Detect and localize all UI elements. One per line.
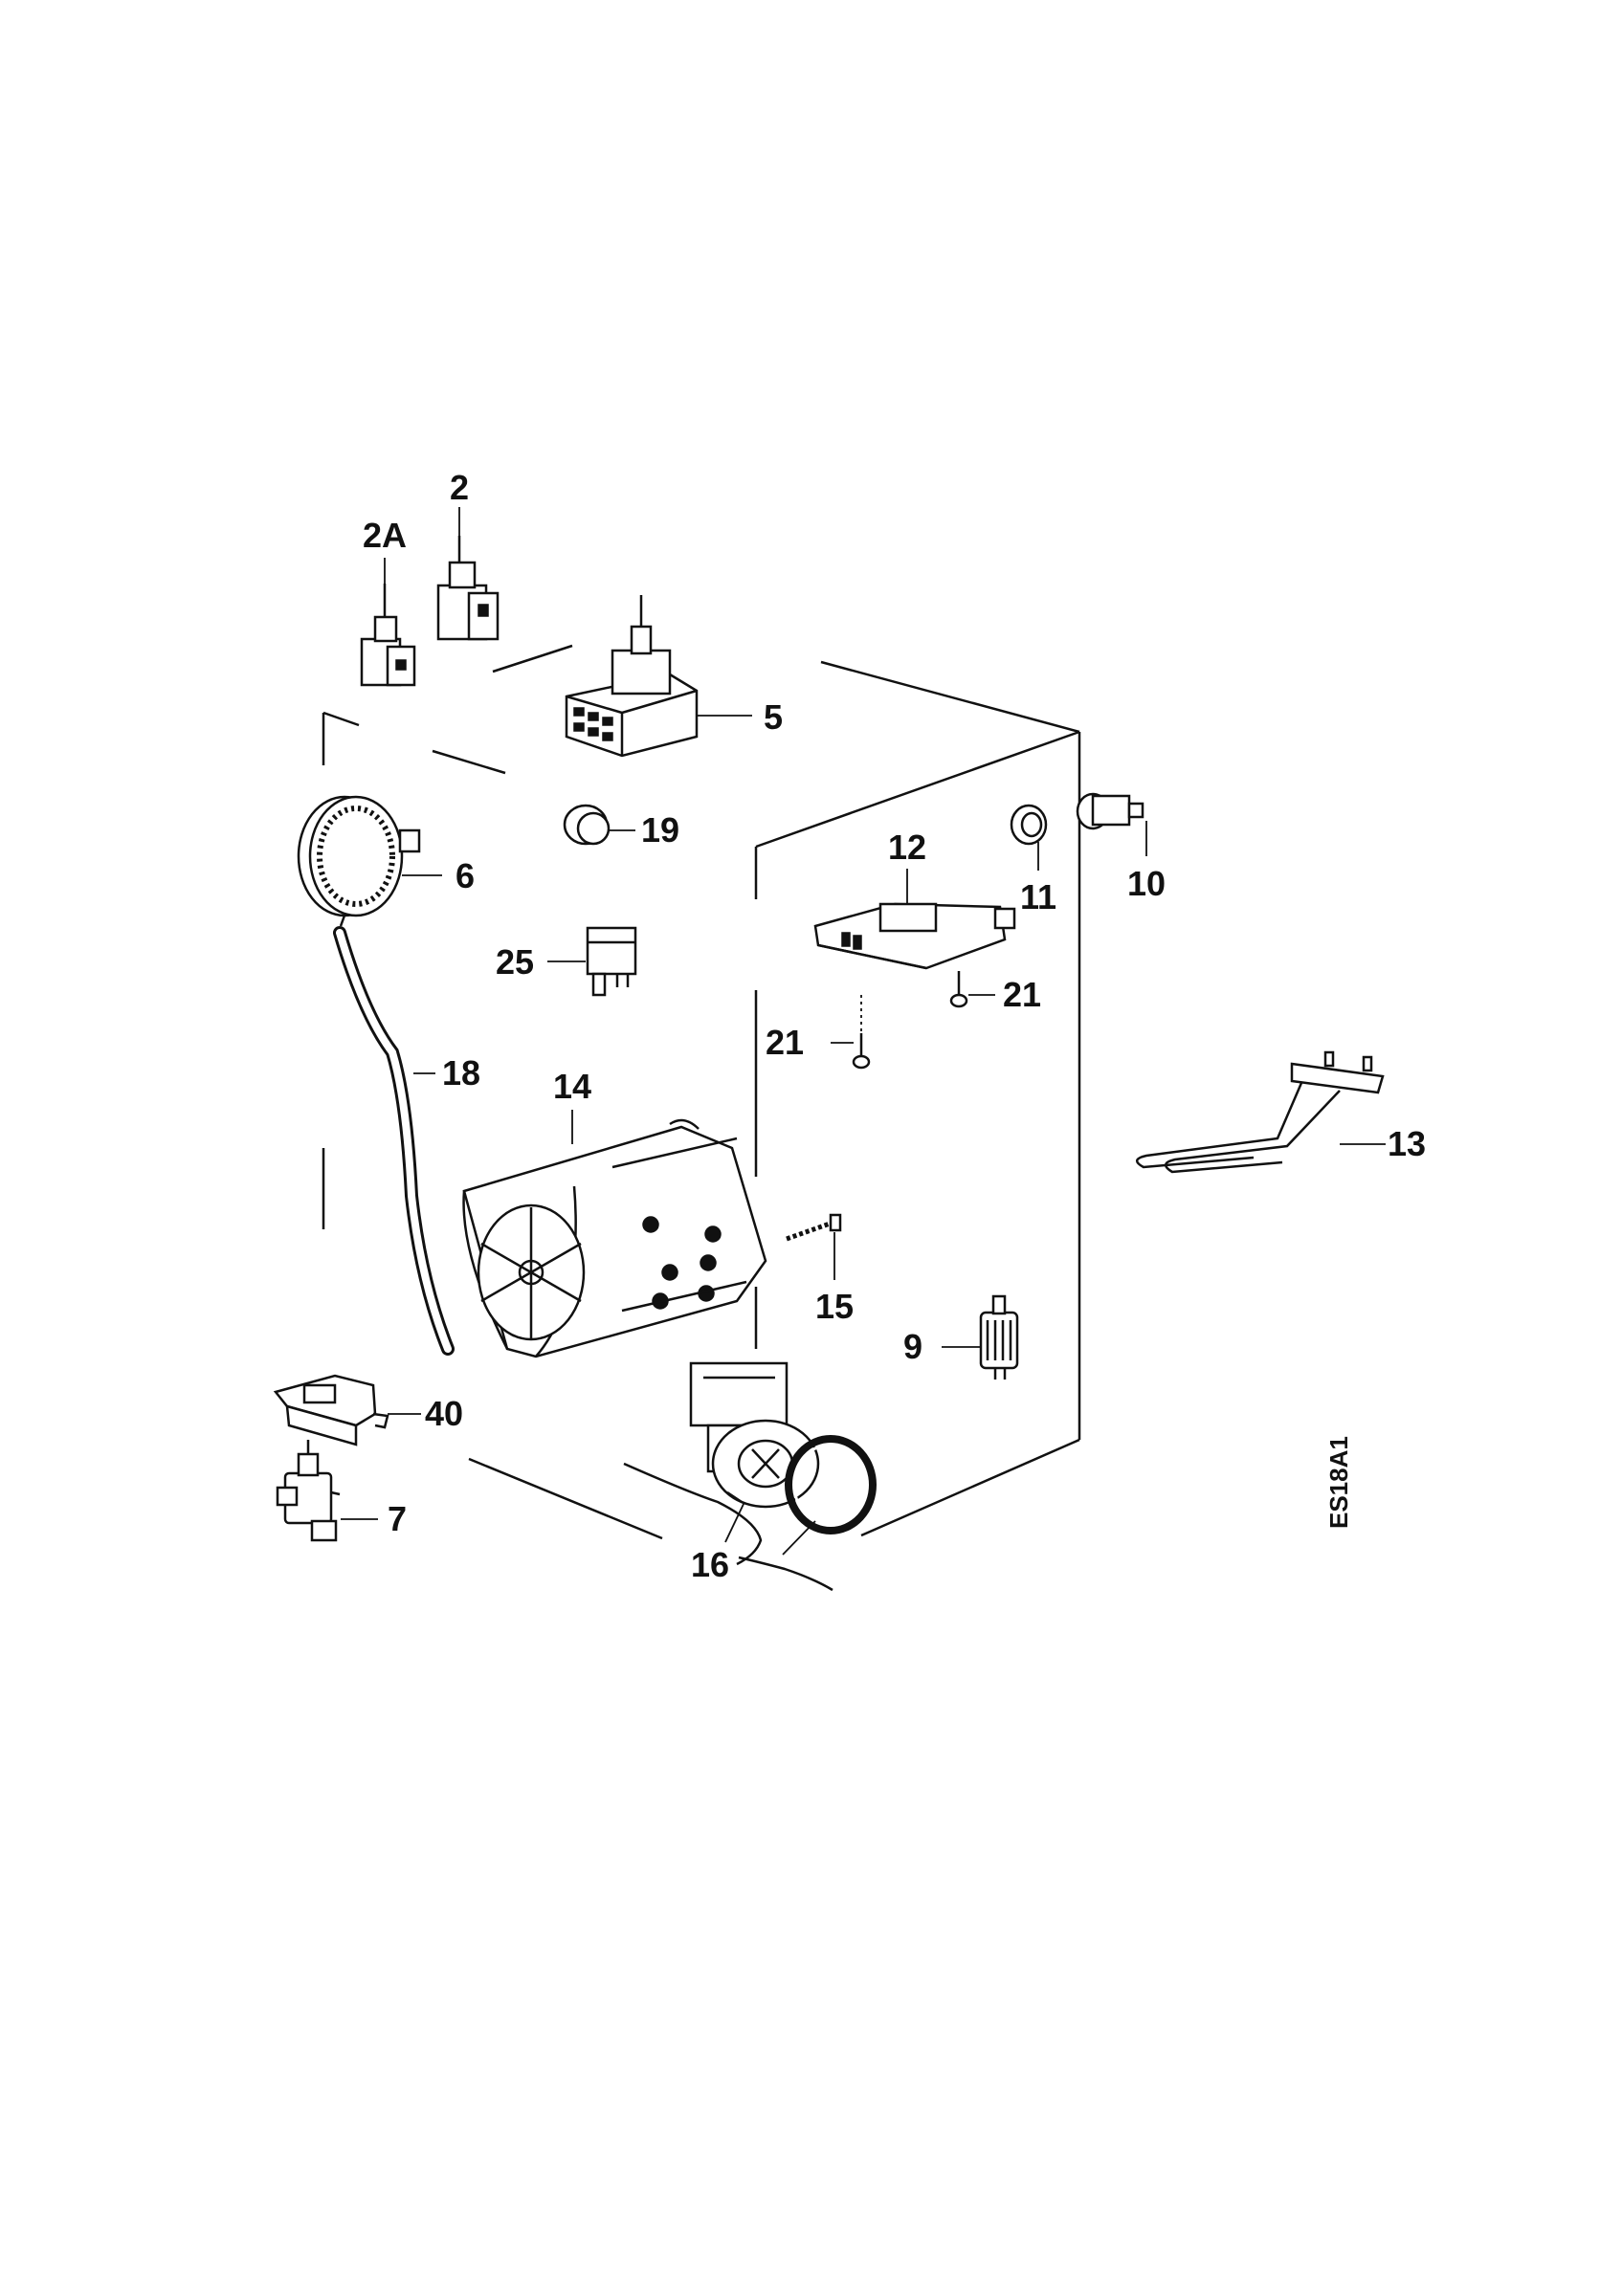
label-9: 9 — [903, 1327, 922, 1366]
part-21-screw-b — [852, 995, 871, 1070]
label-40: 40 — [425, 1394, 463, 1433]
part-2a-switch — [360, 584, 416, 687]
part-14-motor — [462, 1118, 767, 1358]
label-15: 15 — [815, 1287, 854, 1326]
label-14: 14 — [553, 1067, 591, 1106]
label-2a: 2A — [363, 516, 407, 555]
part-16-drain-pump — [623, 1361, 877, 1592]
label-2: 2 — [450, 468, 469, 507]
part-40-bracket — [273, 1374, 389, 1446]
part-15-screw — [786, 1213, 842, 1242]
leader-16b — [782, 1520, 816, 1556]
part-6-pressure-switch — [297, 795, 421, 927]
label-5: 5 — [764, 697, 783, 737]
part-9-filter — [979, 1294, 1019, 1380]
part-10-thermostat — [1076, 792, 1144, 830]
part-11-grommet — [1010, 804, 1048, 846]
label-11: 11 — [1020, 877, 1056, 916]
label-21-left: 21 — [766, 1023, 804, 1062]
leader-16a — [724, 1501, 745, 1543]
label-19: 19 — [641, 810, 679, 850]
label-25: 25 — [496, 942, 534, 982]
part-13-heater — [1136, 1050, 1385, 1174]
diagram-code: ES18A1 — [1324, 1436, 1353, 1529]
label-7: 7 — [388, 1499, 407, 1538]
part-19-plug — [563, 804, 611, 846]
label-6: 6 — [455, 856, 475, 895]
cabinet-outline — [322, 644, 1081, 1540]
part-25-relay — [586, 926, 637, 997]
part-5-timer — [565, 595, 699, 758]
part-12-door-lock — [813, 902, 1016, 970]
part-2-switch — [436, 536, 500, 641]
label-21-right: 21 — [1003, 975, 1041, 1014]
part-21-screw-a — [949, 971, 968, 1008]
label-10: 10 — [1127, 864, 1166, 903]
label-16: 16 — [691, 1545, 729, 1584]
label-13: 13 — [1388, 1124, 1426, 1163]
part-number-labels: 2A 2 5 6 19 12 11 10 25 21 21 18 14 13 1… — [363, 468, 1426, 1584]
label-18: 18 — [442, 1053, 480, 1093]
part-18-hose — [333, 926, 455, 1356]
label-12: 12 — [888, 828, 926, 867]
part-7-valve — [276, 1440, 341, 1542]
